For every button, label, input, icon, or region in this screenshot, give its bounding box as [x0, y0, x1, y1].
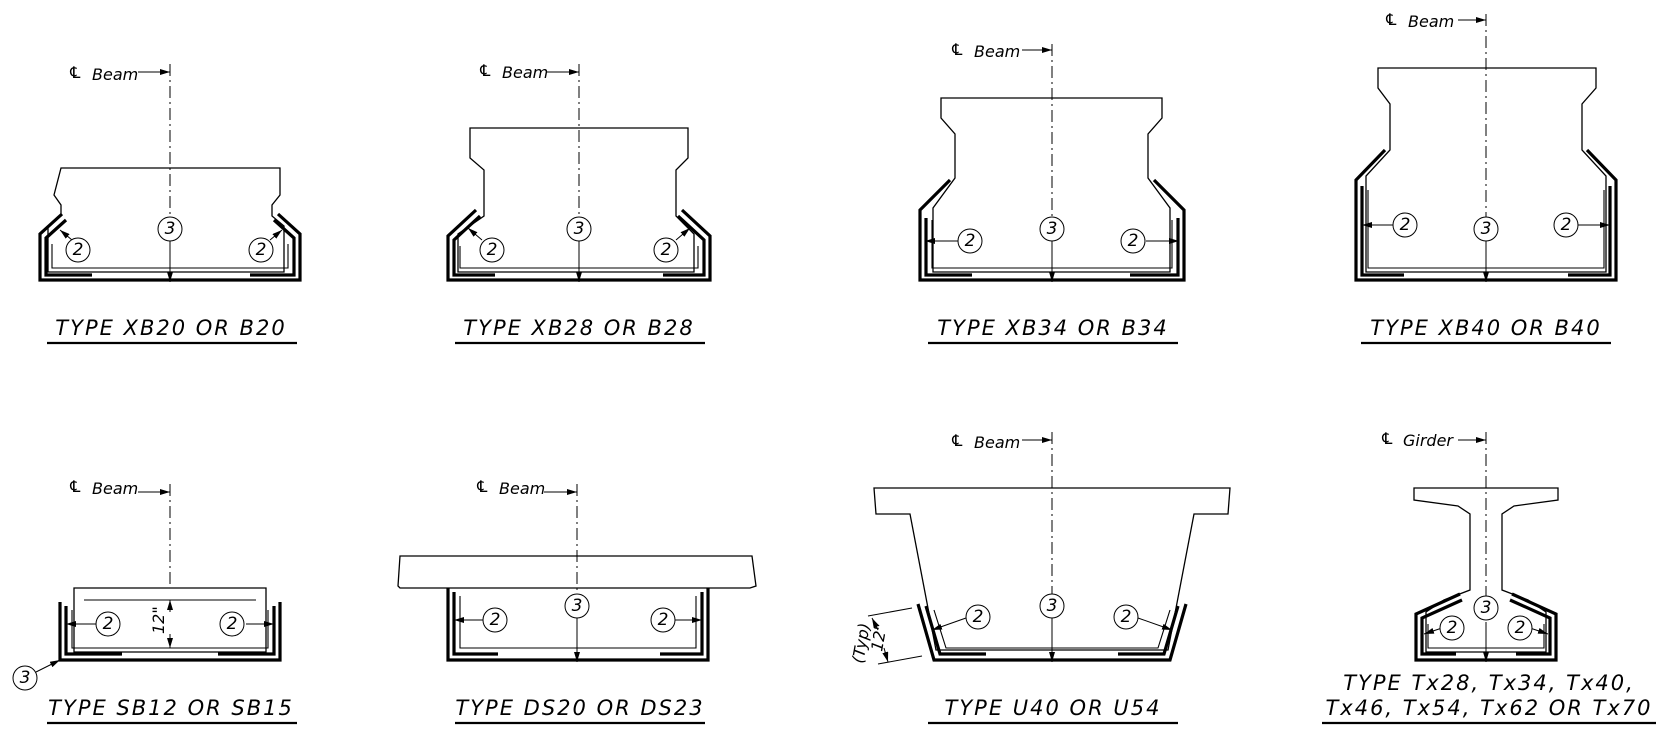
centerline-label: Beam	[974, 42, 1020, 61]
centerline-tag: ℄ Beam	[1384, 10, 1486, 31]
section-tx: ℄ Girder 2 2 3 TYPE Tx28, Tx34, Tx40, Tx…	[1322, 429, 1656, 725]
centerline-symbol: ℄	[68, 63, 82, 82]
centerline-label: Girder	[1403, 431, 1454, 450]
section-xb40: ℄ Beam 2 2 3 TYPE XB40 OR B40	[1354, 10, 1618, 345]
section-xb28: ℄ Beam 2 2 3 TYPE XB28 OR B28	[446, 61, 712, 345]
centerline-symbol: ℄	[950, 40, 964, 59]
dimension-12in: 12"	[867, 622, 891, 653]
callout-2-text: 2	[1447, 618, 1458, 638]
callout-2-text: 2	[103, 614, 114, 634]
callout-2-text: 2	[1128, 231, 1139, 251]
centerline-tag: ℄ Beam	[950, 40, 1052, 61]
centerline-label: Beam	[974, 433, 1020, 452]
dimension-typ-note: (Typ)	[848, 622, 874, 665]
centerline-label: Beam	[502, 63, 548, 82]
centerline-tag: ℄ Beam	[478, 61, 579, 82]
callout-3-text: 3	[1047, 219, 1058, 239]
section-title-line2: Tx46, Tx54, Tx62 OR Tx70	[1325, 696, 1652, 720]
centerline-symbol: ℄	[950, 431, 964, 450]
centerline-symbol: ℄	[68, 477, 82, 496]
callout-2-text: 2	[965, 231, 976, 251]
centerline-symbol: ℄	[475, 477, 489, 496]
centerline-label: Beam	[1408, 12, 1454, 31]
centerline-tag: ℄ Beam	[68, 63, 170, 84]
section-sb12: ℄ Beam 2 2 12" 3 TYPE SB12 OR SB15	[12, 477, 297, 725]
callout-2-text: 2	[227, 614, 238, 634]
centerline-label: Beam	[92, 479, 138, 498]
centerline-symbol: ℄	[1384, 10, 1398, 29]
callout-2-text: 2	[1121, 607, 1132, 627]
beam-outline	[873, 487, 1231, 651]
section-xb34: ℄ Beam 2 2 3 TYPE XB34 OR B34	[918, 40, 1186, 345]
beam-outline	[73, 587, 267, 653]
callout-2-text: 2	[73, 240, 84, 260]
callout-2-text: 2	[1400, 215, 1411, 235]
beam-outline	[397, 555, 757, 589]
section-title: TYPE XB40 OR B40	[1370, 316, 1601, 340]
centerline-symbol: ℄	[478, 61, 492, 80]
centerline-label: Beam	[499, 479, 545, 498]
callout-2-text: 2	[1515, 618, 1526, 638]
callout-2-text: 2	[973, 607, 984, 627]
section-xb20: ℄ Beam 2 2 3 TYPE XB20 OR B20	[38, 63, 302, 345]
section-title: TYPE XB28 OR B28	[463, 316, 694, 340]
callout-2-text: 2	[661, 240, 672, 260]
section-ds20: ℄ Beam 2 2 3 TYPE DS20 OR DS23	[397, 477, 757, 725]
callout-3-text: 3	[20, 668, 31, 688]
callout-2-text: 2	[1561, 215, 1572, 235]
section-title-line1: TYPE Tx28, Tx34, Tx40,	[1343, 671, 1635, 695]
beam-outline	[1365, 67, 1607, 273]
section-title: TYPE U40 OR U54	[945, 696, 1162, 720]
centerline-tag: ℄ Beam	[475, 477, 577, 498]
callout-2-text: 2	[490, 610, 501, 630]
callout-3	[157, 216, 183, 242]
centerline-label: Beam	[92, 65, 138, 84]
beam-outline	[932, 97, 1171, 273]
callout-2-text: 2	[658, 610, 669, 630]
callout-3-text: 3	[1481, 219, 1492, 239]
callout-3-text: 3	[1047, 596, 1058, 616]
callout-2-text: 2	[256, 240, 267, 260]
centerline-tag: ℄ Beam	[68, 477, 170, 498]
callout-2	[65, 237, 91, 263]
callout-2-text: 2	[487, 240, 498, 260]
girder-outline	[1413, 487, 1559, 653]
dimension-12in: 12"	[149, 606, 168, 634]
centerline-tag: ℄ Girder	[1380, 429, 1486, 450]
beam-outline	[47, 167, 285, 273]
callout-3-text: 3	[574, 219, 585, 239]
callout-3-text: 3	[165, 219, 176, 239]
centerline-symbol: ℄	[1380, 429, 1394, 448]
section-u40: ℄ Beam 2 2 3 12" (Typ) TYPE U40 OR U54	[848, 431, 1231, 725]
section-title: TYPE XB20 OR B20	[55, 316, 286, 340]
beam-outline	[457, 127, 695, 273]
section-title: TYPE XB34 OR B34	[937, 316, 1168, 340]
callout-2	[248, 237, 274, 263]
centerline-tag: ℄ Beam	[950, 431, 1052, 452]
callout-3-text: 3	[572, 596, 583, 616]
section-title: TYPE DS20 OR DS23	[455, 696, 704, 720]
callout-3-text: 3	[1481, 598, 1492, 618]
section-title: TYPE SB12 OR SB15	[48, 696, 294, 720]
